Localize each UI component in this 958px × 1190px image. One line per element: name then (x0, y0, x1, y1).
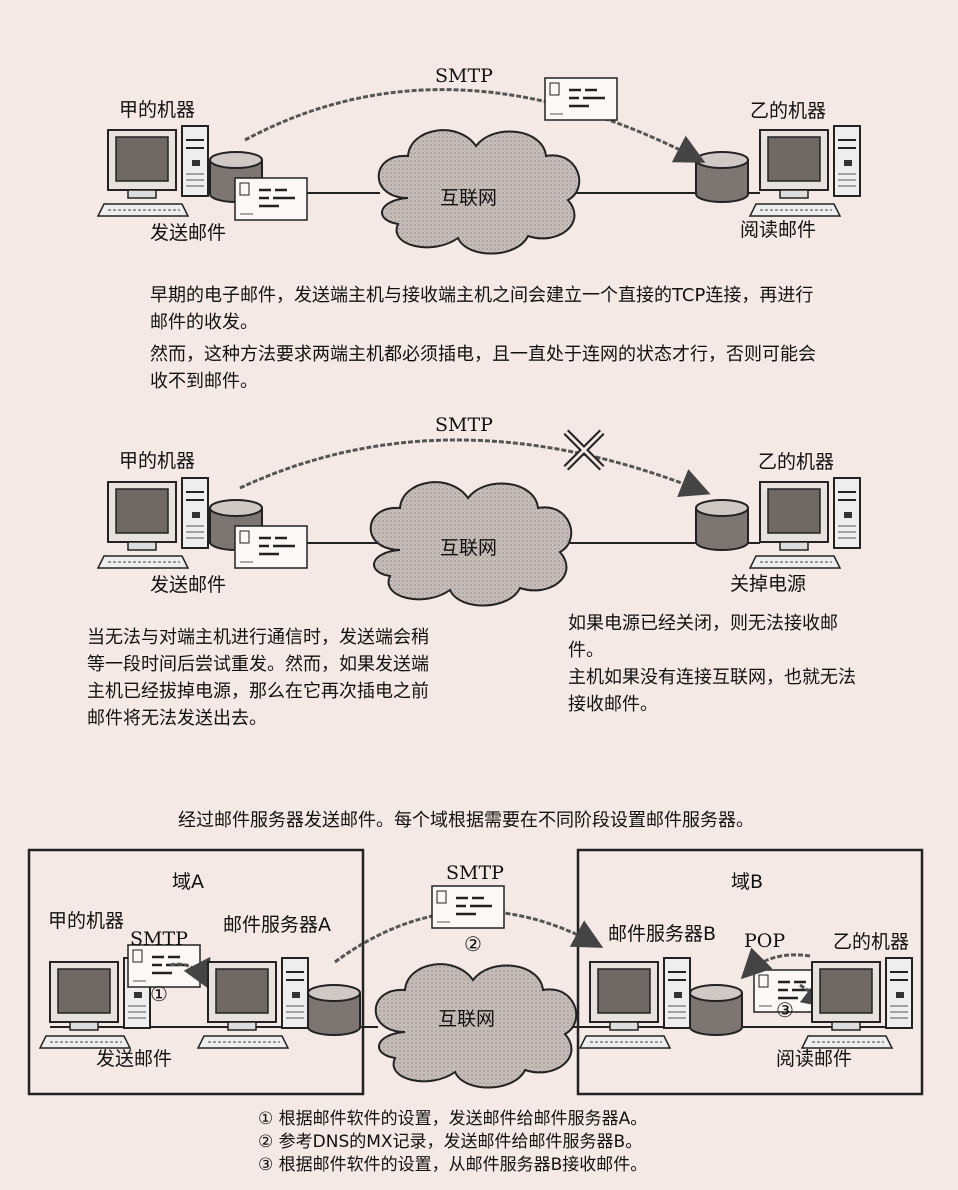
database-icon (695, 151, 749, 203)
panel3-diagram (27, 848, 924, 1096)
machine-a-label: 甲的机器 (48, 910, 125, 932)
footnote-3: ③ 根据邮件软件的设置，从邮件服务器B接收邮件。 (258, 1155, 648, 1175)
protocol-label: SMTP (435, 414, 493, 436)
machine-b-label: 乙的机器 (758, 451, 835, 473)
step-2-marker: ② (464, 932, 482, 956)
cross-icon (563, 429, 605, 471)
pop-label: POP (744, 930, 786, 952)
mail-icon (543, 76, 619, 122)
machine-a-label: 甲的机器 (119, 99, 196, 121)
database-icon (307, 984, 361, 1036)
send-mail-label: 发送邮件 (96, 1048, 173, 1070)
send-mail-label: 发送邮件 (150, 222, 227, 244)
read-mail-label: 阅读邮件 (740, 219, 817, 241)
power-off-label: 关掉电源 (730, 573, 807, 595)
smtp-label: SMTP (130, 928, 188, 950)
domain-b-box (576, 848, 924, 1096)
machine-b-label: 乙的机器 (750, 100, 827, 122)
server-a-icon (197, 957, 309, 1049)
panel2-diagram (97, 429, 861, 607)
computer-icon (749, 125, 861, 217)
send-mail-label: 发送邮件 (150, 574, 227, 596)
server-b-label: 邮件服务器B (608, 923, 717, 945)
protocol-label: SMTP (435, 65, 493, 87)
mail-icon (233, 524, 309, 570)
internet-label: 互联网 (438, 1008, 496, 1030)
mail-icon (233, 176, 309, 222)
caption-2: 然而，这种方法要求两端主机都必须插电，且一直处于连网的状态才行，否则可能会收不到… (150, 344, 816, 392)
step-1-marker: ① (150, 982, 168, 1006)
smtp-arrow (244, 88, 706, 163)
step-3-marker: ③ (776, 998, 794, 1022)
computer-icon (749, 477, 861, 569)
internet-label: 互联网 (440, 187, 498, 209)
receiver-off-note: 如果电源已经关闭，则无法接收邮件。 (568, 613, 838, 661)
smtp-arrow (239, 438, 711, 498)
caption-1: 早期的电子邮件，发送端主机与接收端主机之间会建立一个直接的TCP连接，再进行邮件… (150, 285, 814, 333)
machine-a-label: 甲的机器 (119, 450, 196, 472)
mail-icon (430, 884, 506, 930)
internet-label: 互联网 (440, 537, 498, 559)
computer-icon (97, 477, 209, 569)
database-icon (695, 499, 749, 551)
smtp-arrow (334, 909, 604, 964)
step1-arrow (169, 956, 211, 991)
sender-retry-note: 当无法与对端主机进行通信时，发送端会稍等一段时间后尝试重发。然而，如果发送端主机… (87, 627, 429, 729)
domain-a-label: 域A (172, 871, 204, 893)
server-b-icon (579, 957, 691, 1049)
receiver-offline-note: 主机如果没有连接互联网，也就无法接收邮件。 (568, 667, 856, 715)
footnote-1: ① 根据邮件软件的设置，发送邮件给邮件服务器A。 (258, 1109, 648, 1129)
machine-b-label: 乙的机器 (833, 931, 910, 953)
computer-icon (97, 125, 209, 217)
domain-a-box (27, 848, 365, 1096)
mail-icon (126, 943, 202, 989)
read-mail-label: 阅读邮件 (776, 1048, 853, 1070)
server-a-label: 邮件服务器A (223, 914, 331, 936)
smtp-label: SMTP (446, 862, 504, 884)
database-icon (689, 984, 743, 1036)
pop-arrow (740, 947, 811, 980)
domain-b-label: 域B (731, 871, 764, 893)
panel1-diagram (97, 76, 861, 255)
footnote-2: ② 参考DNS的MX记录，发送邮件给邮件服务器B。 (258, 1132, 643, 1152)
panel3-title: 经过邮件服务器发送邮件。每个域根据需要在不同阶段设置邮件服务器。 (178, 810, 754, 831)
computer-icon (801, 957, 913, 1049)
